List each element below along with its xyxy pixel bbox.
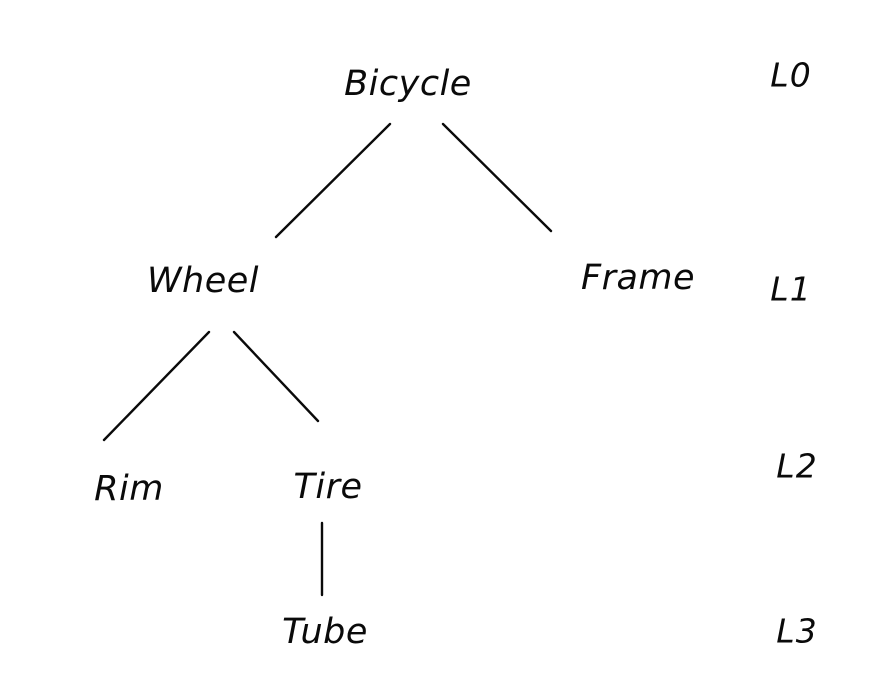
level-label-l0: L0 — [770, 55, 812, 95]
edge-wheel-rim — [102, 330, 211, 442]
edge-wheel-tire — [232, 330, 320, 423]
level-label-l2: L2 — [776, 446, 818, 486]
node-tire[interactable]: Tire — [293, 467, 363, 507]
node-frame[interactable]: Frame — [580, 258, 696, 298]
node-rim[interactable]: Rim — [94, 469, 164, 509]
node-bicycle[interactable]: Bicycle — [344, 64, 472, 104]
node-tube[interactable]: Tube — [282, 612, 368, 652]
node-wheel[interactable]: Wheel — [146, 261, 260, 301]
edge-bicycle-frame — [441, 122, 553, 233]
level-label-l1: L1 — [770, 269, 812, 309]
edge-bicycle-wheel — [274, 122, 392, 239]
level-label-l3: L3 — [776, 611, 818, 651]
